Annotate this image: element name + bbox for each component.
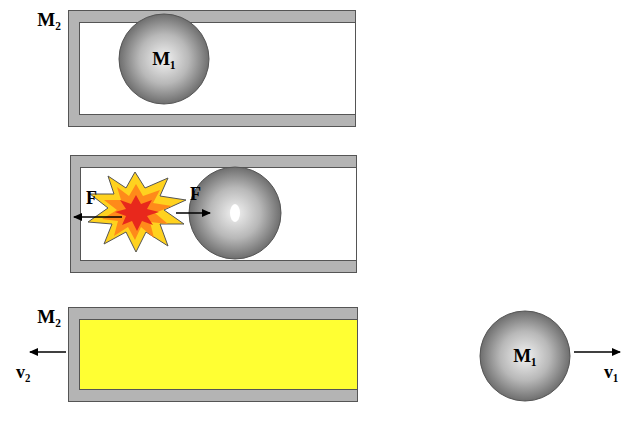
tube-box: M₂M₁ [68,10,356,127]
force-arrow [74,216,122,218]
force-label: F [86,188,97,209]
tube-box: M₂ [68,307,358,402]
explosion [88,172,186,252]
mass-label: M₂ [37,306,61,328]
velocity-arrow [574,351,620,353]
mass-label: M₂ [37,9,61,31]
tube [71,156,357,273]
velocity-arrow [30,351,66,353]
velocity-label: v₁ [604,362,618,383]
ball-circle: M₁ [118,13,210,105]
force-label: F [190,184,201,205]
ball-circle: M₁ [479,310,571,402]
tube-interior [79,319,357,390]
mass-label: M₁ [513,345,537,367]
velocity-label: v₂ [16,362,30,383]
force-arrow [176,212,210,214]
mass-label: M₁ [152,48,176,70]
